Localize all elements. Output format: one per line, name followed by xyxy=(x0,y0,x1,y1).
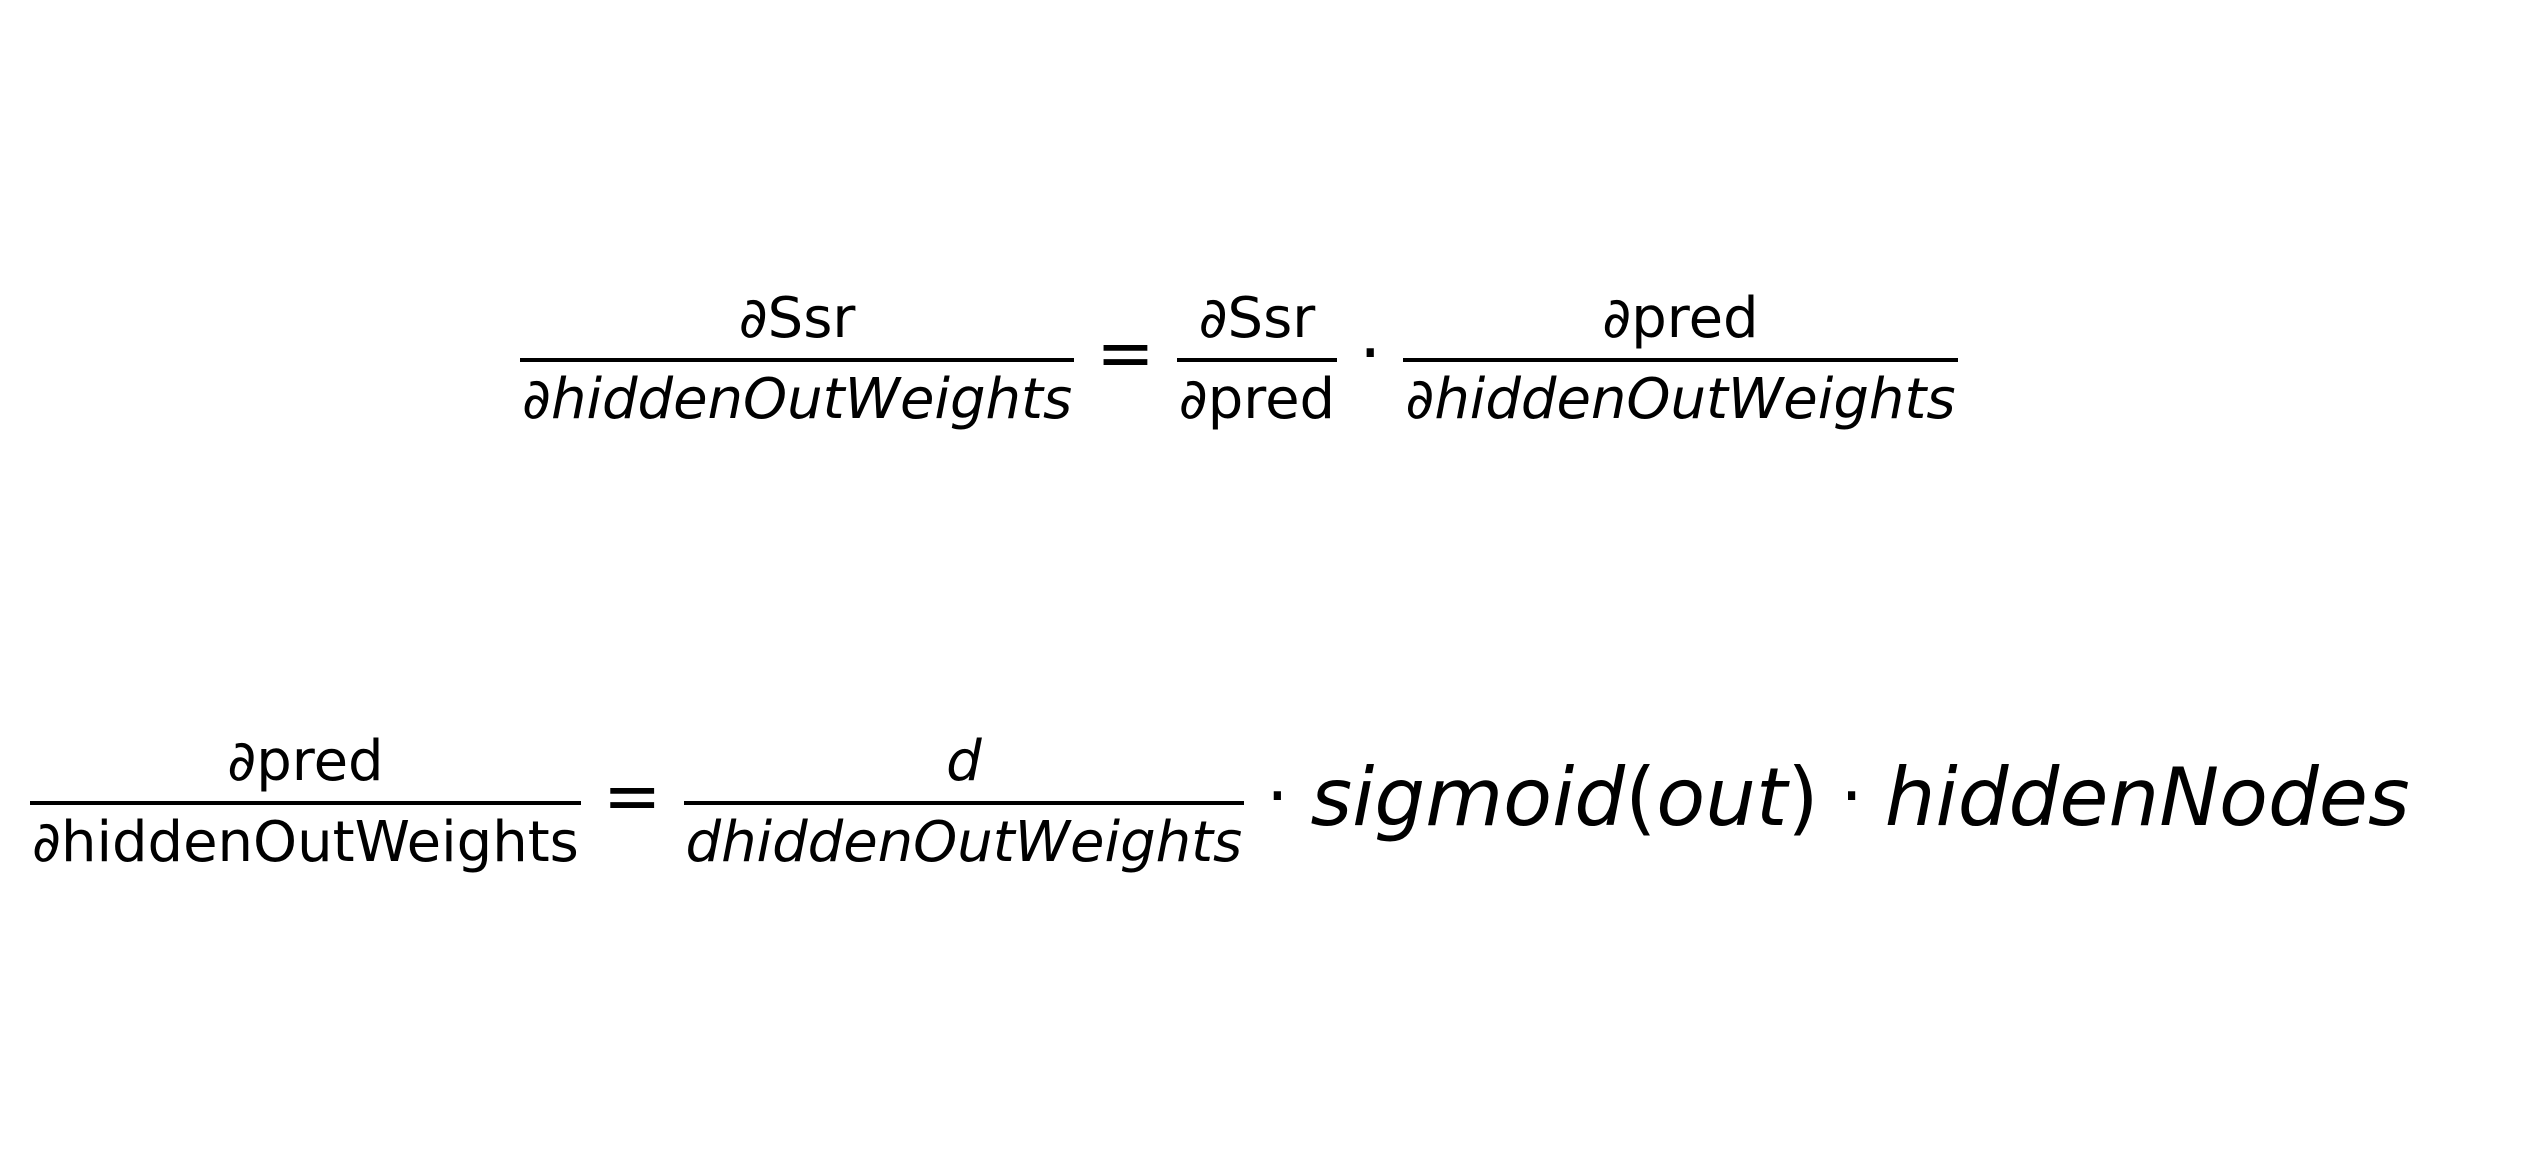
rhs-denominator: ∂hiddenOutWeights xyxy=(1405,367,1956,433)
lhs-fraction: ∂Ssr ∂hiddenOutWeights xyxy=(520,285,1075,433)
rhs-denominator: ∂pred xyxy=(1178,367,1336,433)
lhs-denominator: ∂hiddenOutWeights xyxy=(522,367,1073,433)
lhs-numerator: ∂pred xyxy=(227,729,384,794)
close-parenthesis: ) xyxy=(1787,751,1819,845)
equation-chain-rule: ∂Ssr ∂hiddenOutWeights = ∂Ssr ∂pred · ∂p… xyxy=(520,285,1958,433)
equals-sign: = xyxy=(602,755,662,838)
rhs-numerator: d xyxy=(946,729,982,794)
rhs-fraction-ssr-pred: ∂Ssr ∂pred xyxy=(1176,285,1338,433)
rhs-numerator: ∂pred xyxy=(1602,286,1759,351)
fraction-bar xyxy=(30,801,581,806)
fraction-bar xyxy=(683,801,1245,806)
multiplication-dot: · xyxy=(1359,312,1382,395)
fraction-bar xyxy=(520,358,1075,363)
open-parenthesis: ( xyxy=(1625,751,1657,845)
lhs-fraction: ∂pred ∂hiddenOutWeights xyxy=(30,728,581,876)
hidden-nodes-term: hiddenNodes xyxy=(1884,751,2410,845)
function-name: sigmoid xyxy=(1310,751,1626,845)
rhs-fraction-pred-weights: ∂pred ∂hiddenOutWeights xyxy=(1403,285,1958,433)
equals-sign: = xyxy=(1096,312,1155,395)
rhs-denominator: dhiddenOutWeights xyxy=(685,810,1243,876)
rhs-numerator: ∂Ssr xyxy=(1198,286,1316,351)
lhs-denominator: ∂hiddenOutWeights xyxy=(32,810,579,876)
equation-pred-derivative: ∂pred ∂hiddenOutWeights = d dhiddenOutWe… xyxy=(30,728,2410,876)
function-argument: out xyxy=(1656,751,1788,845)
multiplication-dot: · xyxy=(1840,755,1863,838)
multiplication-dot: · xyxy=(1266,755,1289,838)
fraction-bar xyxy=(1176,358,1338,363)
lhs-numerator: ∂Ssr xyxy=(738,286,856,351)
rhs-fraction-derivative-operator: d dhiddenOutWeights xyxy=(683,728,1245,876)
fraction-bar xyxy=(1403,358,1958,363)
